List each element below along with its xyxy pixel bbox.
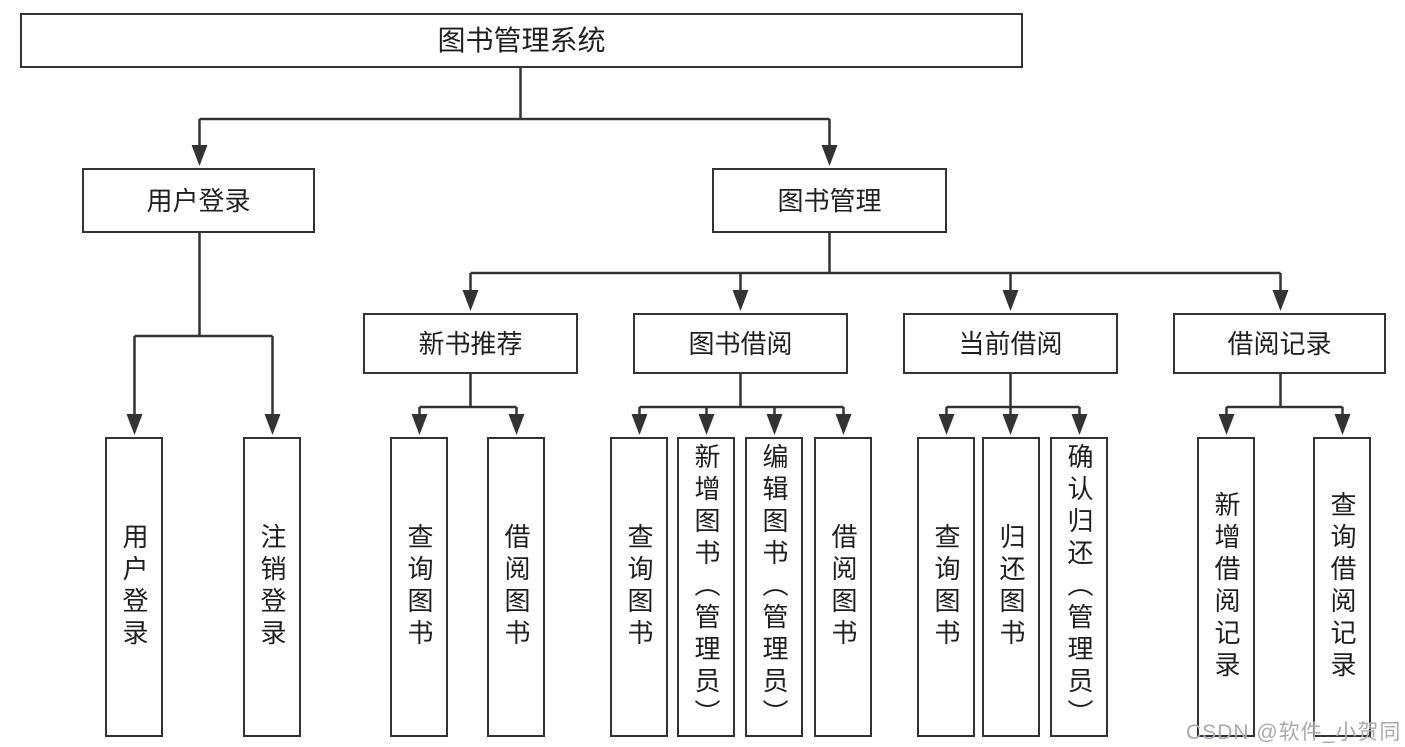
leaf-bb-add-book-admin-label: 新增图书（管理员） xyxy=(691,443,721,731)
leaf-br-query-record-label: 查询借阅记录 xyxy=(1327,491,1357,683)
node-new-book-recommend-label: 新书推荐 xyxy=(418,328,523,359)
arrow-down-icon xyxy=(462,290,479,311)
arrow-down-icon xyxy=(191,145,208,166)
leaf-user-login: 用户登录 xyxy=(105,437,163,737)
arrow-down-icon xyxy=(1272,290,1289,311)
leaf-cb-return-book: 归还图书 xyxy=(982,437,1040,737)
node-book-management-label: 图书管理 xyxy=(777,185,882,216)
arrow-down-icon xyxy=(766,414,783,435)
leaf-bb-borrow-book: 借阅图书 xyxy=(814,437,872,737)
leaf-cb-query-book: 查询图书 xyxy=(917,437,975,737)
leaf-bb-add-book-admin: 新增图书（管理员） xyxy=(677,437,735,737)
arrow-down-icon xyxy=(821,145,838,166)
leaf-nbr-borrow-book-label: 借阅图书 xyxy=(501,523,531,651)
leaf-br-add-record-label: 新增借阅记录 xyxy=(1211,491,1241,683)
arrow-down-icon xyxy=(126,414,143,435)
node-borrow-records-label: 借阅记录 xyxy=(1227,328,1332,359)
leaf-nbr-query-book: 查询图书 xyxy=(390,437,448,737)
leaf-bb-query-book-label: 查询图书 xyxy=(624,523,654,651)
leaf-br-add-record: 新增借阅记录 xyxy=(1197,437,1255,737)
node-book-management: 图书管理 xyxy=(712,168,947,233)
node-root-label: 图书管理系统 xyxy=(437,24,606,56)
node-borrow-records: 借阅记录 xyxy=(1173,313,1386,374)
arrow-down-icon xyxy=(508,414,525,435)
leaf-bb-query-book: 查询图书 xyxy=(610,437,668,737)
arrow-down-icon xyxy=(938,414,955,435)
leaf-cb-return-book-label: 归还图书 xyxy=(996,523,1026,651)
leaf-nbr-query-book-label: 查询图书 xyxy=(404,523,434,651)
arrow-down-icon xyxy=(411,414,428,435)
arrow-down-icon xyxy=(698,414,715,435)
leaf-bb-edit-book-admin: 编辑图书（管理员） xyxy=(745,437,803,737)
arrow-down-icon xyxy=(1071,414,1088,435)
arrow-down-icon xyxy=(732,290,749,311)
node-book-borrow: 图书借阅 xyxy=(633,313,848,374)
leaf-cb-query-book-label: 查询图书 xyxy=(931,523,961,651)
node-root: 图书管理系统 xyxy=(20,13,1023,68)
arrow-down-icon xyxy=(264,414,281,435)
leaf-bb-borrow-book-label: 借阅图书 xyxy=(828,523,858,651)
leaf-cb-confirm-return-admin-label: 确认归还（管理员） xyxy=(1064,443,1094,731)
node-user-login-label: 用户登录 xyxy=(146,185,251,216)
arrow-down-icon xyxy=(1218,414,1235,435)
leaf-logout-label: 注销登录 xyxy=(257,523,287,651)
leaf-user-login-label: 用户登录 xyxy=(119,523,149,651)
node-current-borrow-label: 当前借阅 xyxy=(958,328,1063,359)
arrow-down-icon xyxy=(631,414,648,435)
arrow-down-icon xyxy=(1334,414,1351,435)
arrow-down-icon xyxy=(1002,414,1019,435)
node-user-login: 用户登录 xyxy=(82,168,315,233)
node-book-borrow-label: 图书借阅 xyxy=(688,328,793,359)
node-current-borrow: 当前借阅 xyxy=(903,313,1118,374)
arrow-down-icon xyxy=(835,414,852,435)
arrow-down-icon xyxy=(1002,290,1019,311)
leaf-bb-edit-book-admin-label: 编辑图书（管理员） xyxy=(759,443,789,731)
leaf-nbr-borrow-book: 借阅图书 xyxy=(487,437,545,737)
csdn-watermark: CSDN @软件_小贺同学 xyxy=(1186,721,1402,744)
leaf-logout: 注销登录 xyxy=(243,437,301,737)
node-new-book-recommend: 新书推荐 xyxy=(363,313,578,374)
leaf-cb-confirm-return-admin: 确认归还（管理员） xyxy=(1050,437,1108,737)
leaf-br-query-record: 查询借阅记录 xyxy=(1313,437,1371,737)
